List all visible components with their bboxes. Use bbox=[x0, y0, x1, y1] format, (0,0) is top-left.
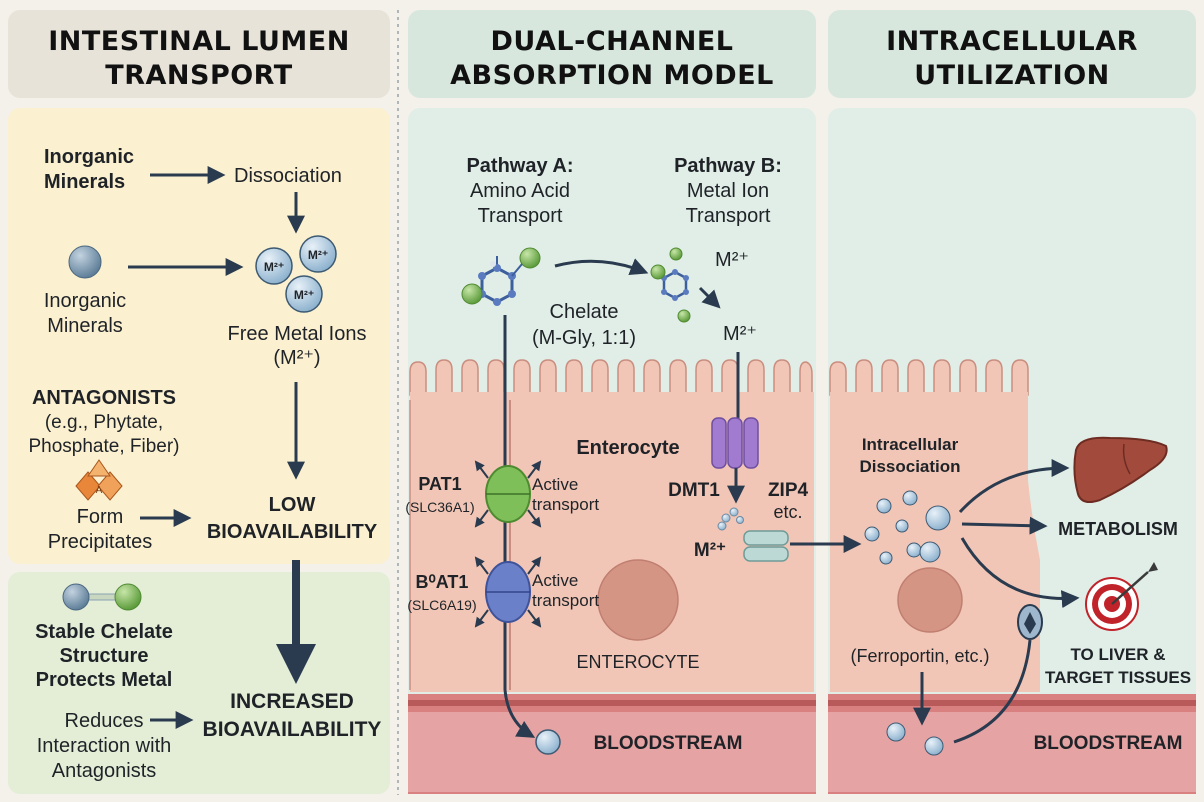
svg-text:A: A bbox=[96, 485, 103, 496]
panel-headers: INTESTINAL LUMEN TRANSPORT DUAL-CHANNEL … bbox=[48, 26, 1138, 91]
arrow-to-liver bbox=[958, 459, 1070, 514]
low-2: BIOAVAILABILITY bbox=[207, 521, 378, 543]
lumen-panel: Inorganic Minerals Dissociation Inorgani… bbox=[28, 146, 381, 782]
antagonists-list-1: (e.g., Phytate, bbox=[45, 412, 163, 433]
chelate-label-2: (M-Gly, 1:1) bbox=[532, 327, 636, 349]
dmt1-label: DMT1 bbox=[668, 480, 720, 501]
ion-mid: M²⁺ bbox=[723, 323, 757, 345]
glycine-ring-icon bbox=[461, 247, 541, 306]
pathway-b-1: Pathway B: bbox=[674, 155, 782, 177]
low-1: LOW bbox=[269, 494, 316, 516]
dissociated-ions bbox=[864, 490, 951, 565]
reduces-1: Reduces bbox=[65, 710, 144, 732]
reduces-3: Antagonists bbox=[52, 760, 157, 782]
dissociation-label: Dissociation bbox=[234, 165, 342, 187]
ferroportin-icon bbox=[1017, 604, 1043, 640]
header-middle-1: DUAL-CHANNEL bbox=[491, 26, 734, 57]
chelate-protect-1: Stable Chelate bbox=[35, 621, 173, 643]
header-left-1: INTESTINAL LUMEN bbox=[48, 26, 350, 57]
blood-ion-a bbox=[535, 729, 561, 755]
free-metal-ions-label-2: (M²⁺) bbox=[273, 347, 320, 369]
header-right-2: UTILIZATION bbox=[914, 60, 1110, 91]
blood-ion-b2 bbox=[924, 736, 944, 756]
chelate-dumbbell-icon bbox=[62, 583, 142, 611]
header-right-1: INTRACELLULAR bbox=[886, 26, 1138, 57]
inorganic-minerals-bold-2: Minerals bbox=[44, 171, 125, 193]
chelate-label-1: Chelate bbox=[550, 301, 619, 323]
antagonists-title: ANTAGONISTS bbox=[32, 387, 176, 409]
target-icon bbox=[1085, 562, 1158, 631]
pat1-gene: (SLC36A1) bbox=[405, 499, 474, 515]
pathway-b-3: Transport bbox=[686, 205, 771, 227]
ion-low: M²⁺ bbox=[694, 540, 726, 561]
liver-icon bbox=[1073, 436, 1168, 503]
mineral-sphere-icon bbox=[68, 245, 102, 279]
free-metal-ions: M²⁺ M²⁺ M²⁺ bbox=[255, 235, 337, 313]
pathway-a-1: Pathway A: bbox=[466, 155, 573, 177]
intracellular-dissociation-1: Intracellular bbox=[862, 435, 959, 454]
svg-text:M²⁺: M²⁺ bbox=[294, 288, 314, 302]
pat1-active-2: transport bbox=[532, 495, 599, 514]
pat1-active-1: Active bbox=[532, 475, 578, 494]
antagonists-list-2: Phosphate, Fiber) bbox=[28, 436, 179, 457]
increased-1: INCREASED bbox=[230, 690, 354, 713]
targets-label-1: TO LIVER & bbox=[1070, 645, 1165, 664]
header-middle-2: ABSORPTION MODEL bbox=[450, 60, 774, 91]
absorption-panel: Pathway A: Amino Acid Transport Pathway … bbox=[405, 155, 862, 755]
reduces-2: Interaction with bbox=[37, 735, 172, 757]
free-metal-ions-label-1: Free Metal Ions bbox=[228, 323, 367, 345]
arrow-a-to-b bbox=[554, 258, 649, 276]
targets-label-2: TARGET TISSUES bbox=[1045, 668, 1191, 687]
inorganic-minerals-2: Minerals bbox=[47, 315, 123, 337]
pat1-transporter bbox=[474, 460, 542, 528]
b0at1-active-1: Active bbox=[532, 571, 578, 590]
arrow-to-ion-mid bbox=[698, 286, 721, 309]
form-precipitates-2: Precipitates bbox=[48, 531, 153, 553]
arrow-to-targets bbox=[960, 537, 1080, 609]
header-left-2: TRANSPORT bbox=[105, 60, 292, 91]
svg-text:M²⁺: M²⁺ bbox=[264, 260, 284, 274]
ion-top: M²⁺ bbox=[715, 249, 749, 271]
svg-text:M²⁺: M²⁺ bbox=[308, 248, 328, 262]
glycine-ring-small-icon bbox=[650, 247, 691, 323]
enterocyte-title: Enterocyte bbox=[576, 437, 679, 459]
chelate-protect-3: Protects Metal bbox=[36, 669, 173, 691]
ion-cluster-small bbox=[717, 507, 744, 531]
dmt1-transporter bbox=[711, 417, 759, 469]
b0at1-label: B⁰AT1 bbox=[416, 572, 469, 592]
pathway-a-3: Transport bbox=[478, 205, 563, 227]
blood-ion-b1 bbox=[886, 722, 906, 742]
arrow-to-metabolism bbox=[961, 516, 1048, 535]
ferroportin-label: (Ferroportin, etc.) bbox=[850, 646, 989, 666]
enterocyte-label: ENTEROCYTE bbox=[576, 652, 699, 672]
bloodstream-bands bbox=[408, 694, 1196, 794]
intracellular-dissociation-2: Dissociation bbox=[859, 457, 960, 476]
b0at1-transporter bbox=[474, 556, 542, 628]
b0at1-gene: (SLC6A19) bbox=[407, 597, 476, 613]
increased-2: BIOAVAILABILITY bbox=[203, 718, 382, 741]
metabolism-label: METABOLISM bbox=[1058, 519, 1178, 539]
precipitate-icon: A bbox=[75, 459, 123, 501]
form-precipitates-1: Form bbox=[77, 506, 124, 528]
arrow-to-bloodstream bbox=[503, 689, 536, 738]
pat1-label: PAT1 bbox=[418, 474, 461, 494]
utilization-panel: Intracellular Dissociation METABOLISM bbox=[850, 435, 1191, 756]
pathway-b-2: Metal Ion bbox=[687, 180, 769, 202]
bloodstream-right: BLOODSTREAM bbox=[1034, 733, 1183, 754]
inorganic-minerals-bold-1: Inorganic bbox=[44, 146, 134, 168]
b0at1-active-2: transport bbox=[532, 591, 599, 610]
chelate-protect-2: Structure bbox=[60, 645, 149, 667]
basolateral-exporter bbox=[743, 530, 789, 562]
zip4-label: ZIP4 bbox=[768, 480, 809, 501]
arrow-blood-to-ferroportin bbox=[953, 639, 1032, 744]
inorganic-minerals-1: Inorganic bbox=[44, 290, 126, 312]
bloodstream-middle: BLOODSTREAM bbox=[594, 733, 743, 754]
zip4-etc: etc. bbox=[773, 502, 802, 522]
pathway-a-2: Amino Acid bbox=[470, 180, 570, 202]
